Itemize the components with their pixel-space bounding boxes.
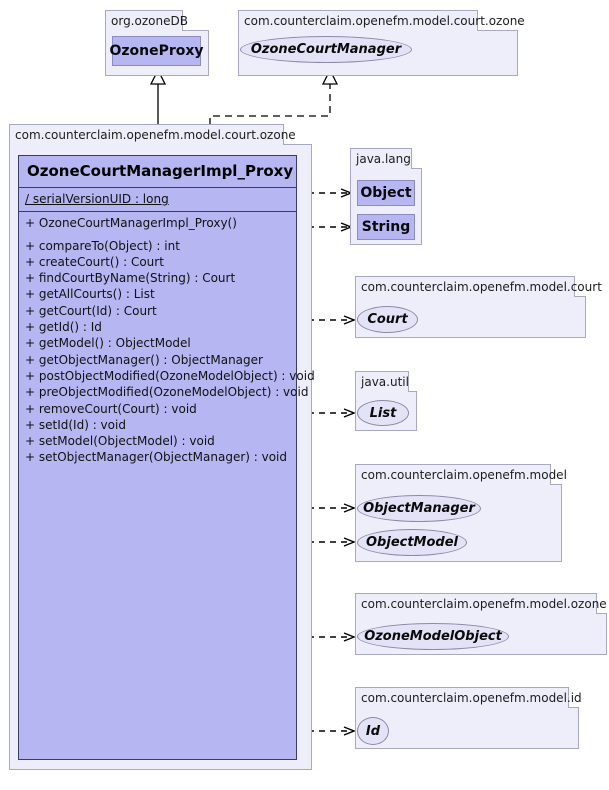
interface-ozonecourtmanager[interactable]: OzoneCourtManager — [240, 36, 412, 63]
interface-ozonemodelobject[interactable]: OzoneModelObject — [357, 623, 509, 650]
realization-to-ozonecourtmanager — [209, 68, 339, 185]
interface-court[interactable]: Court — [357, 306, 418, 333]
package-model-id: com.counterclaim.openefm.model.id — [355, 687, 582, 749]
constructor-ozonecourtmanagerimpl-proxy: + OzoneCourtManagerImpl_Proxy() — [25, 216, 237, 231]
operation-setobjectmanager: + setObjectManager(ObjectManager) : void — [25, 450, 288, 465]
package-label-java-lang: java.lang — [350, 148, 412, 169]
package-label-java-util: java.util — [355, 371, 409, 392]
operation-getcourt: + getCourt(Id) : Court — [25, 303, 157, 318]
operation-findcourtbyname: + findCourtByName(String) : Court — [25, 271, 236, 286]
operation-getid: + getId() : Id — [25, 320, 102, 335]
operation-compareto: + compareTo(Object) : int — [25, 238, 180, 253]
attribute-serialversionuid: / serialVersionUID : long — [25, 192, 169, 206]
package-label-model-id: com.counterclaim.openefm.model.id — [355, 687, 582, 708]
operation-removecourt: + removeCourt(Court) : void — [25, 401, 197, 416]
class-box-ozoneproxy[interactable]: OzoneProxy — [109, 36, 204, 66]
operation-postobjectmodified: + postObjectModified(OzoneModelObject) :… — [25, 368, 315, 383]
operation-setmodel: + setModel(ObjectModel) : void — [25, 434, 215, 449]
package-label-court-ozone-top: com.counterclaim.openefm.model.court.ozo… — [238, 10, 525, 31]
class-operations-compartment: + OzoneCourtManagerImpl_Proxy() + compar… — [19, 212, 315, 469]
interface-id[interactable]: Id — [357, 717, 389, 745]
operation-getobjectmanager: + getObjectManager() : ObjectManager — [25, 352, 263, 367]
class-attributes-compartment: / serialVersionUID : long — [19, 188, 296, 213]
interface-objectmanager[interactable]: ObjectManager — [357, 495, 481, 522]
operation-setid: + setId(Id) : void — [25, 417, 126, 432]
operation-getallcourts: + getAllCourts() : List — [25, 287, 155, 302]
class-title: OzoneCourtManagerImpl_Proxy — [19, 156, 296, 188]
package-label-model-court: com.counterclaim.openefm.model.court — [355, 276, 602, 297]
operation-getmodel: + getModel() : ObjectModel — [25, 336, 191, 351]
package-label-model: com.counterclaim.openefm.model — [355, 464, 567, 485]
package-label-org-ozonedb: org.ozoneDB — [105, 10, 188, 31]
operation-preobjectmodified: + preObjectModified(OzoneModelObject) : … — [25, 385, 309, 400]
package-label-model-ozone: com.counterclaim.openefm.model.ozone — [355, 593, 607, 614]
interface-list[interactable]: List — [357, 400, 409, 426]
class-box-string[interactable]: String — [357, 214, 415, 240]
package-label-court-ozone-main: com.counterclaim.openefm.model.court.ozo… — [9, 124, 296, 145]
class-ozonecourtmanagerimpl-proxy[interactable]: OzoneCourtManagerImpl_Proxy / serialVers… — [18, 155, 315, 760]
interface-objectmodel[interactable]: ObjectModel — [357, 529, 467, 556]
operation-createcourt: + createCourt() : Court — [25, 254, 164, 269]
class-box-object[interactable]: Object — [357, 180, 415, 206]
